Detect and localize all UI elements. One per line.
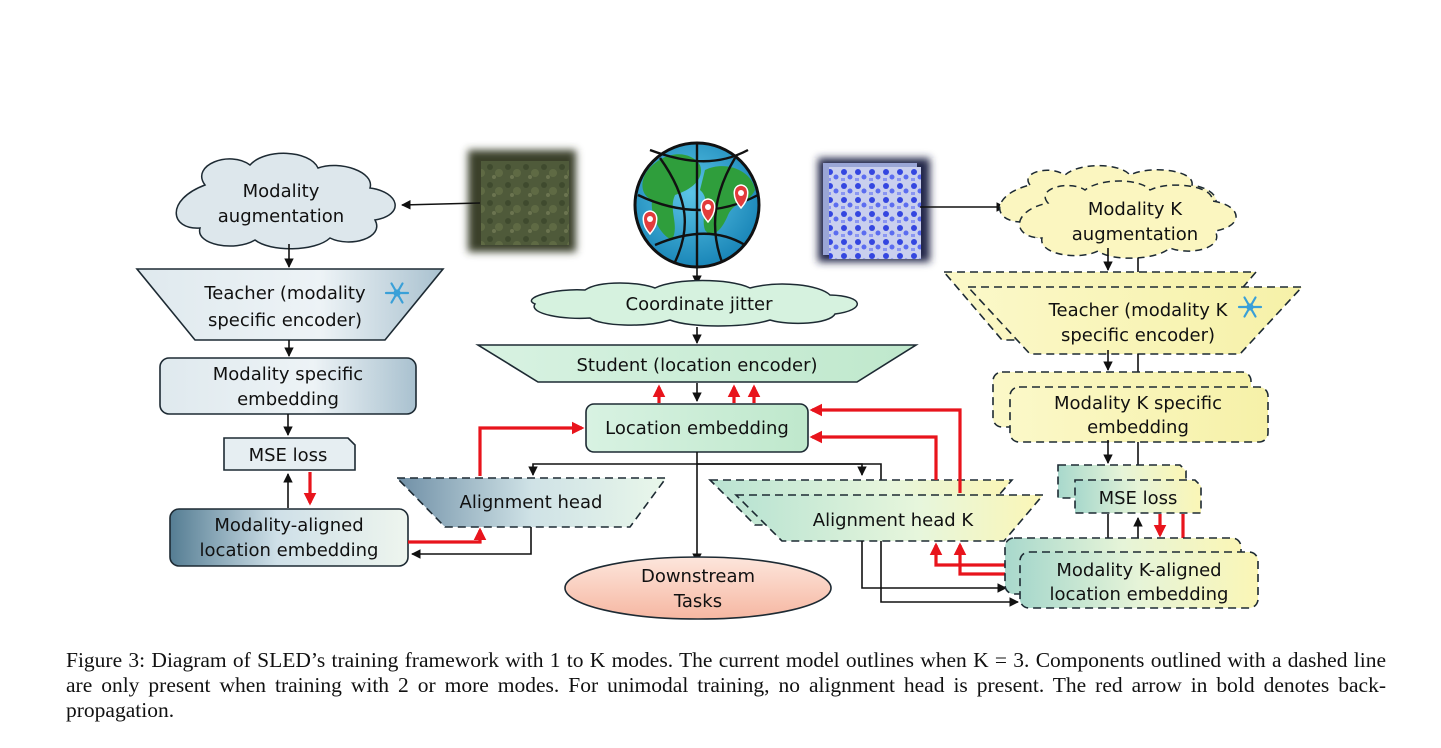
right-modality-k-aligned-embedding: Modality K-aligned location embedding bbox=[1004, 537, 1259, 609]
downstream-label-1: Downstream bbox=[641, 566, 755, 587]
left-modality-augmentation-cloud: Modality augmentation bbox=[175, 152, 396, 250]
arrow-alignment-head-to-aligned bbox=[411, 527, 532, 559]
right-mse-label: MSE loss bbox=[1099, 488, 1178, 509]
location-pin-icon bbox=[700, 198, 716, 224]
backprop-aligned-to-alignment-head bbox=[408, 527, 487, 544]
right-aligned-label-2: location embedding bbox=[1050, 584, 1229, 605]
backprop-k-aligned-to-alignment-k bbox=[929, 542, 1018, 576]
right-augmentation-label-1: Modality K bbox=[1088, 199, 1183, 220]
figure-caption: Figure 3: Diagram of SLED’s training fra… bbox=[66, 648, 1386, 723]
left-augmentation-label-1: Modality bbox=[243, 181, 320, 202]
snowflake-icon bbox=[1237, 296, 1263, 318]
left-teacher-label-2: specific encoder) bbox=[208, 310, 362, 331]
coordinate-jitter-cloud: Coordinate jitter bbox=[530, 279, 858, 327]
location-embedding-label: Location embedding bbox=[605, 418, 789, 439]
left-teacher-encoder: Teacher (modality specific encoder) bbox=[135, 268, 445, 341]
caption-text: Figure 3: Diagram of SLED’s training fra… bbox=[66, 648, 1386, 722]
satellite-image-left bbox=[468, 150, 576, 252]
downstream-tasks: Downstream Tasks bbox=[564, 556, 832, 620]
snowflake-icon bbox=[384, 282, 410, 304]
left-aligned-label-2: location embedding bbox=[200, 540, 379, 561]
student-label: Student (location encoder) bbox=[576, 355, 817, 376]
forward-arrows-location-embedding bbox=[528, 452, 886, 563]
right-modality-k-augmentation-cloud: Modality K augmentation bbox=[999, 164, 1237, 259]
left-modality-specific-embedding: Modality specific embedding bbox=[159, 357, 417, 415]
left-teacher-label-1: Teacher (modality bbox=[203, 283, 366, 304]
right-teacher-k-encoder: Teacher (modality K specific encoder) bbox=[942, 271, 1304, 355]
backprop-alignment-head-to-location-embedding bbox=[478, 421, 585, 476]
location-embedding: Location embedding bbox=[585, 403, 809, 453]
left-modality-aligned-embedding: Modality-aligned location embedding bbox=[169, 508, 409, 567]
jitter-label: Coordinate jitter bbox=[626, 294, 774, 315]
arrow-image-to-left-augmentation bbox=[401, 199, 481, 210]
right-embedding-label-2: embedding bbox=[1087, 417, 1189, 438]
downstream-label-2: Tasks bbox=[673, 591, 722, 612]
left-embedding-label-1: Modality specific bbox=[213, 364, 363, 385]
location-pin-icon bbox=[642, 210, 658, 236]
left-augmentation-label-2: augmentation bbox=[218, 206, 344, 227]
alignment-head-k: Alignment head K bbox=[708, 479, 1045, 542]
student-location-encoder: Student (location encoder) bbox=[475, 344, 919, 383]
right-embedding-label-1: Modality K specific bbox=[1054, 393, 1222, 414]
globe-icon bbox=[633, 141, 761, 269]
backprop-alignment-k-to-location-embedding-2 bbox=[809, 403, 962, 493]
right-aligned-label-1: Modality K-aligned bbox=[1056, 560, 1221, 581]
left-mse-label: MSE loss bbox=[249, 445, 328, 466]
right-teacher-label-1: Teacher (modality K bbox=[1048, 300, 1229, 321]
right-teacher-label-2: specific encoder) bbox=[1061, 325, 1215, 346]
alignment-head-label: Alignment head bbox=[460, 492, 603, 513]
location-pin-icon bbox=[733, 184, 749, 210]
right-augmentation-label-2: augmentation bbox=[1072, 224, 1198, 245]
satellite-image-right bbox=[818, 158, 930, 262]
sled-framework-diagram: Modality augmentation Teacher (modality … bbox=[135, 141, 1304, 620]
right-mse-loss: MSE loss bbox=[1057, 464, 1202, 514]
backprop-alignment-k-to-location-embedding-1 bbox=[809, 430, 938, 480]
right-modality-k-specific-embedding: Modality K specific embedding bbox=[992, 371, 1269, 443]
left-embedding-label-2: embedding bbox=[237, 389, 339, 410]
alignment-head: Alignment head bbox=[395, 477, 668, 528]
alignment-head-k-label: Alignment head K bbox=[813, 510, 975, 531]
left-mse-loss: MSE loss bbox=[223, 437, 356, 471]
arrows-alignment-k-to-k-aligned bbox=[861, 541, 1019, 607]
left-aligned-label-1: Modality-aligned bbox=[214, 515, 363, 536]
